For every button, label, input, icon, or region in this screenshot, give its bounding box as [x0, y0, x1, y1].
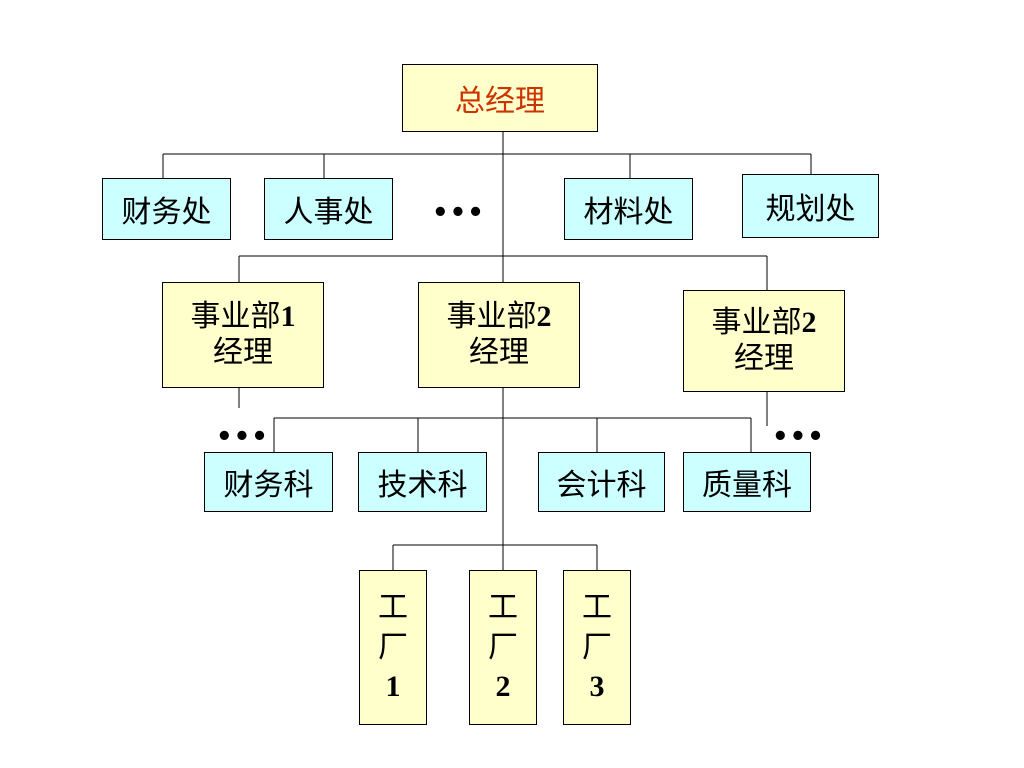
factory-char: 工 — [378, 589, 408, 625]
division-number: 2 — [536, 300, 552, 333]
ceo-label: 总经理 — [455, 84, 545, 119]
section-technical: 技术科 — [358, 452, 487, 512]
division-3-manager: 事业部2 经理 — [683, 290, 845, 392]
staff-dept-label: 规划处 — [765, 192, 856, 227]
ceo-box: 总经理 — [402, 64, 598, 132]
ellipsis-right: ••• — [772, 422, 825, 452]
factory-number: 1 — [385, 670, 401, 704]
staff-dept-hr: 人事处 — [264, 178, 393, 240]
factory-number: 2 — [495, 670, 511, 704]
factory-char: 厂 — [378, 629, 408, 665]
staff-dept-label: 财务处 — [121, 195, 212, 230]
section-finance: 财务科 — [204, 452, 333, 512]
factory-3: 工 厂 3 — [563, 570, 631, 725]
factory-2: 工 厂 2 — [469, 570, 537, 725]
section-label: 技术科 — [377, 468, 468, 503]
factory-char: 厂 — [582, 629, 612, 665]
section-label: 质量科 — [702, 468, 792, 503]
staff-dept-materials: 材料处 — [564, 178, 693, 240]
factory-char: 厂 — [488, 629, 518, 665]
staff-dept-label: 材料处 — [583, 195, 674, 230]
section-label: 会计科 — [556, 468, 647, 503]
factory-char: 工 — [582, 589, 612, 625]
factory-1: 工 厂 1 — [359, 570, 427, 725]
section-accounting: 会计科 — [538, 452, 665, 512]
division-role: 经理 — [213, 335, 273, 370]
staff-dept-finance: 财务处 — [102, 178, 231, 240]
division-2-manager: 事业部2 经理 — [418, 282, 580, 388]
division-title: 事业部 — [711, 305, 802, 340]
division-title: 事业部 — [190, 299, 281, 334]
division-number: 1 — [280, 300, 296, 333]
factory-char: 工 — [488, 589, 518, 625]
division-1-manager: 事业部1 经理 — [162, 282, 324, 388]
division-number: 2 — [801, 306, 817, 339]
section-label: 财务科 — [223, 468, 314, 503]
section-quality: 质量科 — [683, 452, 811, 512]
ellipsis-left: ••• — [216, 422, 269, 452]
staff-dept-planning: 规划处 — [742, 174, 879, 238]
division-role: 经理 — [734, 341, 794, 376]
division-role: 经理 — [469, 335, 529, 370]
division-title: 事业部 — [446, 299, 537, 334]
factory-number: 3 — [589, 670, 605, 704]
staff-dept-label: 人事处 — [283, 195, 374, 230]
ellipsis-staff: ••• — [432, 198, 485, 228]
